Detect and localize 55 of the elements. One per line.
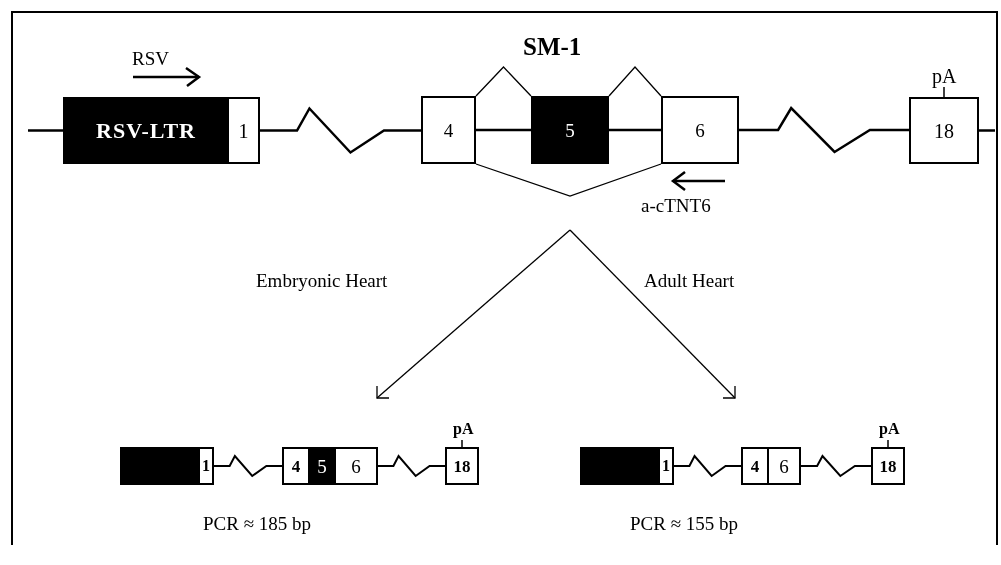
exon-box (767, 447, 801, 485)
primer-label: a-cTNT6 (641, 196, 711, 215)
intron-line (673, 454, 742, 478)
intron-line (739, 105, 909, 154)
intron-line (476, 128, 531, 132)
exon-number: 4 (750, 457, 760, 475)
splice-line (608, 66, 662, 97)
exon-number: 5 (565, 120, 575, 140)
exon-box (661, 96, 739, 164)
exon-number: 4 (443, 120, 454, 140)
intron-line (28, 129, 63, 132)
exon-box (308, 447, 336, 485)
primer-label: RSV (132, 49, 169, 68)
exon-number: 1 (202, 458, 210, 474)
exon-number: 1 (238, 120, 249, 141)
exon-box (421, 96, 476, 164)
intron-line (260, 106, 421, 155)
exon-number: 4 (291, 457, 301, 475)
intron-line (800, 454, 872, 478)
exon-number: 18 (934, 120, 954, 141)
splice-line (475, 66, 532, 97)
exon-box (334, 447, 378, 485)
polyadenylation-label: pA (453, 421, 474, 437)
exon-box (658, 447, 674, 485)
exon-box (227, 97, 260, 164)
exon-number: 5 (317, 456, 327, 476)
condition-label: Adult Heart (644, 271, 735, 290)
exon-number: 6 (779, 456, 789, 476)
product-size-label: PCR ≈ 155 bp (630, 514, 739, 533)
polyadenylation-label: pA (879, 421, 900, 437)
exon-box (871, 447, 905, 485)
construct-title: SM-1 (523, 34, 582, 59)
intron-line (213, 454, 283, 478)
intron-line (979, 129, 995, 132)
exon-box (282, 447, 310, 485)
product-size-label: PCR ≈ 185 bp (203, 514, 312, 533)
exon-number: 18 (879, 457, 897, 475)
exon-box (531, 96, 609, 164)
promoter-box (580, 447, 660, 485)
promoter-label: RSV-LTR (96, 119, 196, 142)
exon-number: 18 (453, 457, 471, 475)
promoter-box (63, 97, 229, 164)
exon-number: 6 (695, 120, 705, 140)
polyadenylation-label: pA (932, 66, 957, 86)
exon-number: 1 (662, 458, 670, 474)
exon-box (741, 447, 769, 485)
splice-line (475, 163, 662, 197)
exon-box (909, 97, 979, 164)
exon-number: 6 (351, 456, 361, 476)
intron-line (377, 454, 446, 478)
promoter-box (120, 447, 200, 485)
exon-box (445, 447, 479, 485)
exon-box (198, 447, 214, 485)
intron-line (609, 128, 661, 132)
condition-label: Embryonic Heart (256, 271, 388, 290)
